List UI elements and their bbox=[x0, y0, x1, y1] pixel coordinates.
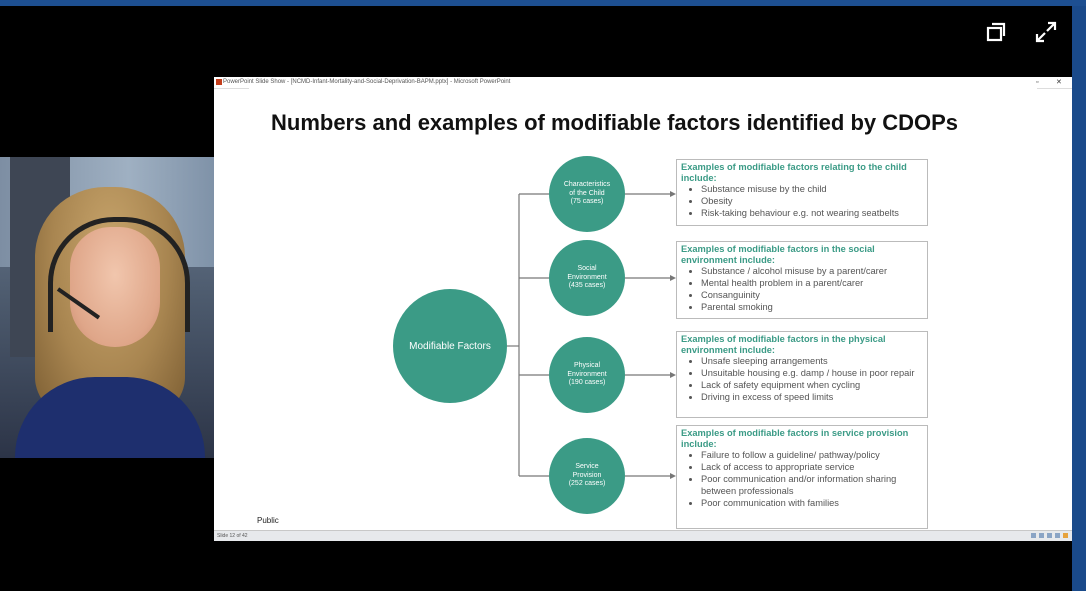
list-item: Driving in excess of speed limits bbox=[701, 391, 923, 403]
list-item: Poor communication and/or information sh… bbox=[701, 473, 923, 497]
headset bbox=[48, 217, 190, 332]
child-factors-box: Examples of modifiable factors relating … bbox=[676, 159, 928, 226]
category-label: Social Environment (435 cases) bbox=[567, 265, 607, 290]
list-item: Poor communication with families bbox=[701, 497, 923, 509]
category-label: Service Provision (252 cases) bbox=[568, 463, 606, 488]
popout-button[interactable] bbox=[984, 20, 1008, 44]
physical-factors-box: Examples of modifiable factors in the ph… bbox=[676, 331, 928, 418]
list-item: Unsuitable housing e.g. damp / house in … bbox=[701, 367, 923, 379]
expand-icon bbox=[1035, 21, 1057, 43]
social-factors-box: Examples of modifiable factors in the so… bbox=[676, 241, 928, 319]
status-bar: Slide 12 of 42 bbox=[214, 530, 1072, 541]
list-item: Failure to follow a guideline/ pathway/p… bbox=[701, 449, 923, 461]
list-item: Risk-taking behaviour e.g. not wearing s… bbox=[701, 207, 923, 219]
window-title: PowerPoint Slide Show - [NCMD-Infant-Mor… bbox=[223, 79, 511, 85]
list-item: Substance misuse by the child bbox=[701, 183, 923, 195]
list-item: Unsafe sleeping arrangements bbox=[701, 355, 923, 367]
speaker-video bbox=[0, 157, 214, 458]
service-factors-box: Examples of modifiable factors in servic… bbox=[676, 425, 928, 529]
list-item: Consanguinity bbox=[701, 289, 923, 301]
slideshow-icon[interactable] bbox=[1055, 533, 1060, 538]
list-item: Lack of safety equipment when cycling bbox=[701, 379, 923, 391]
box-heading: Examples of modifiable factors in the ph… bbox=[681, 334, 886, 355]
fullscreen-button[interactable] bbox=[1034, 20, 1058, 44]
view-icon[interactable] bbox=[1047, 533, 1052, 538]
close-window-button[interactable]: ✕ bbox=[1056, 79, 1062, 86]
social-environment-circle: Social Environment (435 cases) bbox=[549, 240, 625, 316]
list-item: Substance / alcohol misuse by a parent/c… bbox=[701, 265, 923, 277]
list-item: Parental smoking bbox=[701, 301, 923, 313]
box-heading: Examples of modifiable factors in the so… bbox=[681, 244, 875, 265]
powerpoint-window: PowerPoint Slide Show - [NCMD-Infant-Mor… bbox=[214, 77, 1072, 541]
popout-icon bbox=[986, 22, 1006, 42]
connector-lines bbox=[507, 191, 676, 479]
category-label: Physical Environment (190 cases) bbox=[567, 362, 607, 387]
category-label: Characteristics of the Child (75 cases) bbox=[563, 181, 611, 206]
play-icon[interactable] bbox=[1031, 533, 1036, 538]
modifiable-factors-label: Modifiable Factors bbox=[409, 340, 491, 352]
top-frame-bar bbox=[0, 0, 1086, 6]
classification-label: Public bbox=[257, 516, 279, 525]
status-icons bbox=[1031, 533, 1068, 538]
restore-window-button[interactable]: ▫ bbox=[1036, 79, 1039, 86]
slide: Numbers and examples of modifiable facto… bbox=[249, 88, 1037, 530]
right-frame-edge bbox=[1072, 6, 1086, 591]
list-item: Obesity bbox=[701, 195, 923, 207]
powerpoint-icon bbox=[216, 79, 222, 85]
zoom-icon[interactable] bbox=[1063, 533, 1068, 538]
slide-counter: Slide 12 of 42 bbox=[217, 533, 248, 539]
list-item: Mental health problem in a parent/carer bbox=[701, 277, 923, 289]
box-heading: Examples of modifiable factors relating … bbox=[681, 162, 907, 183]
slide-title: Numbers and examples of modifiable facto… bbox=[271, 110, 959, 135]
physical-environment-circle: Physical Environment (190 cases) bbox=[549, 337, 625, 413]
list-item: Lack of access to appropriate service bbox=[701, 461, 923, 473]
box-heading: Examples of modifiable factors in servic… bbox=[681, 428, 909, 449]
notes-icon[interactable] bbox=[1039, 533, 1044, 538]
modifiable-factors-circle: Modifiable Factors bbox=[393, 289, 507, 403]
child-characteristics-circle: Characteristics of the Child (75 cases) bbox=[549, 156, 625, 232]
service-provision-circle: Service Provision (252 cases) bbox=[549, 438, 625, 514]
